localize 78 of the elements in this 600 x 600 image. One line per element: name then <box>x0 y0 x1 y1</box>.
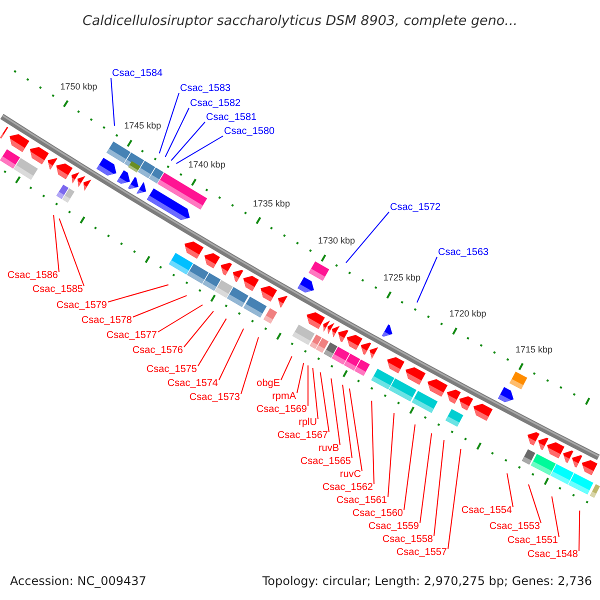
gene-label: obgE <box>256 378 280 390</box>
leader-line <box>312 368 318 420</box>
gene-label: Csac_1551 <box>507 535 558 547</box>
gene-label: Csac_1560 <box>352 508 403 520</box>
gene-label: Csac_1574 <box>167 378 218 390</box>
leader-line <box>164 108 190 158</box>
leader-line <box>448 448 462 550</box>
gene-label: Csac_1572 <box>390 202 441 214</box>
gene-label: Csac_1565 <box>300 456 351 468</box>
gene-label: rplU <box>298 417 317 429</box>
gene-label: Csac_1573 <box>189 392 240 404</box>
accession-text: Accession: NC_009437 <box>10 574 146 588</box>
gene-label: Csac_1575 <box>146 364 197 376</box>
leader-line <box>198 318 227 366</box>
leader-line <box>53 214 60 272</box>
leader-line <box>158 92 180 154</box>
gene-label: Csac_1577 <box>106 330 157 342</box>
gene-label: Csac_1569 <box>256 404 307 416</box>
leader-line <box>388 412 395 498</box>
map-title: Caldicellulosiruptor saccharolyticus DSM 8903, complete geno... <box>82 13 518 29</box>
scale-label: 1745 kbp <box>124 120 162 132</box>
gene-label: rpmA <box>272 391 296 403</box>
leader-line <box>320 372 330 432</box>
scale-label: 1725 kbp <box>383 272 420 284</box>
leader-line <box>58 218 84 286</box>
scale-label: 1715 kbp <box>515 344 553 356</box>
leader-line <box>240 336 259 394</box>
scale-label: 1730 kbp <box>318 236 355 247</box>
leader-line <box>528 484 542 524</box>
gene-label: Csac_1559 <box>368 521 419 533</box>
gene-label: Csac_1583 <box>180 83 231 95</box>
scale-label: 1750 kbp <box>60 81 98 92</box>
leader-line <box>371 400 374 484</box>
leader-line <box>280 356 292 380</box>
scale-label: 1720 kbp <box>449 308 486 320</box>
leader-line <box>578 510 580 552</box>
gene-label: Csac_1567 <box>277 430 328 442</box>
scale-label: 1735 kbp <box>252 198 290 210</box>
gene-label: Csac_1582 <box>190 98 241 110</box>
gene-label: Csac_1580 <box>224 126 275 138</box>
gene-label: Csac_1548 <box>527 549 578 561</box>
gene-label: Csac_1557 <box>396 547 447 559</box>
gene-label: Csac_1584 <box>112 68 163 80</box>
leader-line <box>404 424 416 510</box>
leader-line <box>110 78 115 126</box>
leader-line <box>176 136 224 164</box>
leader-line <box>348 388 362 472</box>
gene-label: Csac_1581 <box>206 112 257 124</box>
gene-label: Csac_1576 <box>132 345 183 357</box>
leader-line <box>420 432 432 524</box>
leader-line <box>342 384 352 458</box>
leader-line <box>506 472 514 508</box>
gene-label: ruvC <box>340 469 361 481</box>
scale-label: 1740 kbp <box>188 160 226 171</box>
leader-line <box>184 310 214 348</box>
gene-label: Csac_1558 <box>382 534 433 546</box>
leader-line <box>345 212 390 264</box>
gene-label: Csac_1578 <box>81 315 132 327</box>
leader-line <box>551 496 560 538</box>
genome-stats-text: Topology: circular; Length: 2,970,275 bp; Genes: 2,736 <box>262 574 592 588</box>
gene-label: Csac_1561 <box>336 495 387 507</box>
gene-label: Csac_1579 <box>56 300 107 312</box>
gene-label: ruvB <box>318 443 339 455</box>
gene-label: Csac_1553 <box>489 521 540 533</box>
gene-label: Csac_1563 <box>438 247 489 259</box>
leader-line <box>416 256 438 303</box>
leader-line <box>434 440 445 536</box>
leader-line <box>218 328 244 380</box>
leader-line <box>330 378 340 446</box>
leader-line <box>108 284 169 302</box>
gene-label: Csac_1562 <box>322 482 373 494</box>
gene-label: Csac_1554 <box>461 505 512 517</box>
leader-line <box>132 295 188 318</box>
leader-line <box>170 122 206 161</box>
leader-line <box>296 362 304 394</box>
gene-label: Csac_1586 <box>7 270 58 282</box>
gene-label: Csac_1585 <box>32 284 83 296</box>
leader-line <box>158 304 204 332</box>
